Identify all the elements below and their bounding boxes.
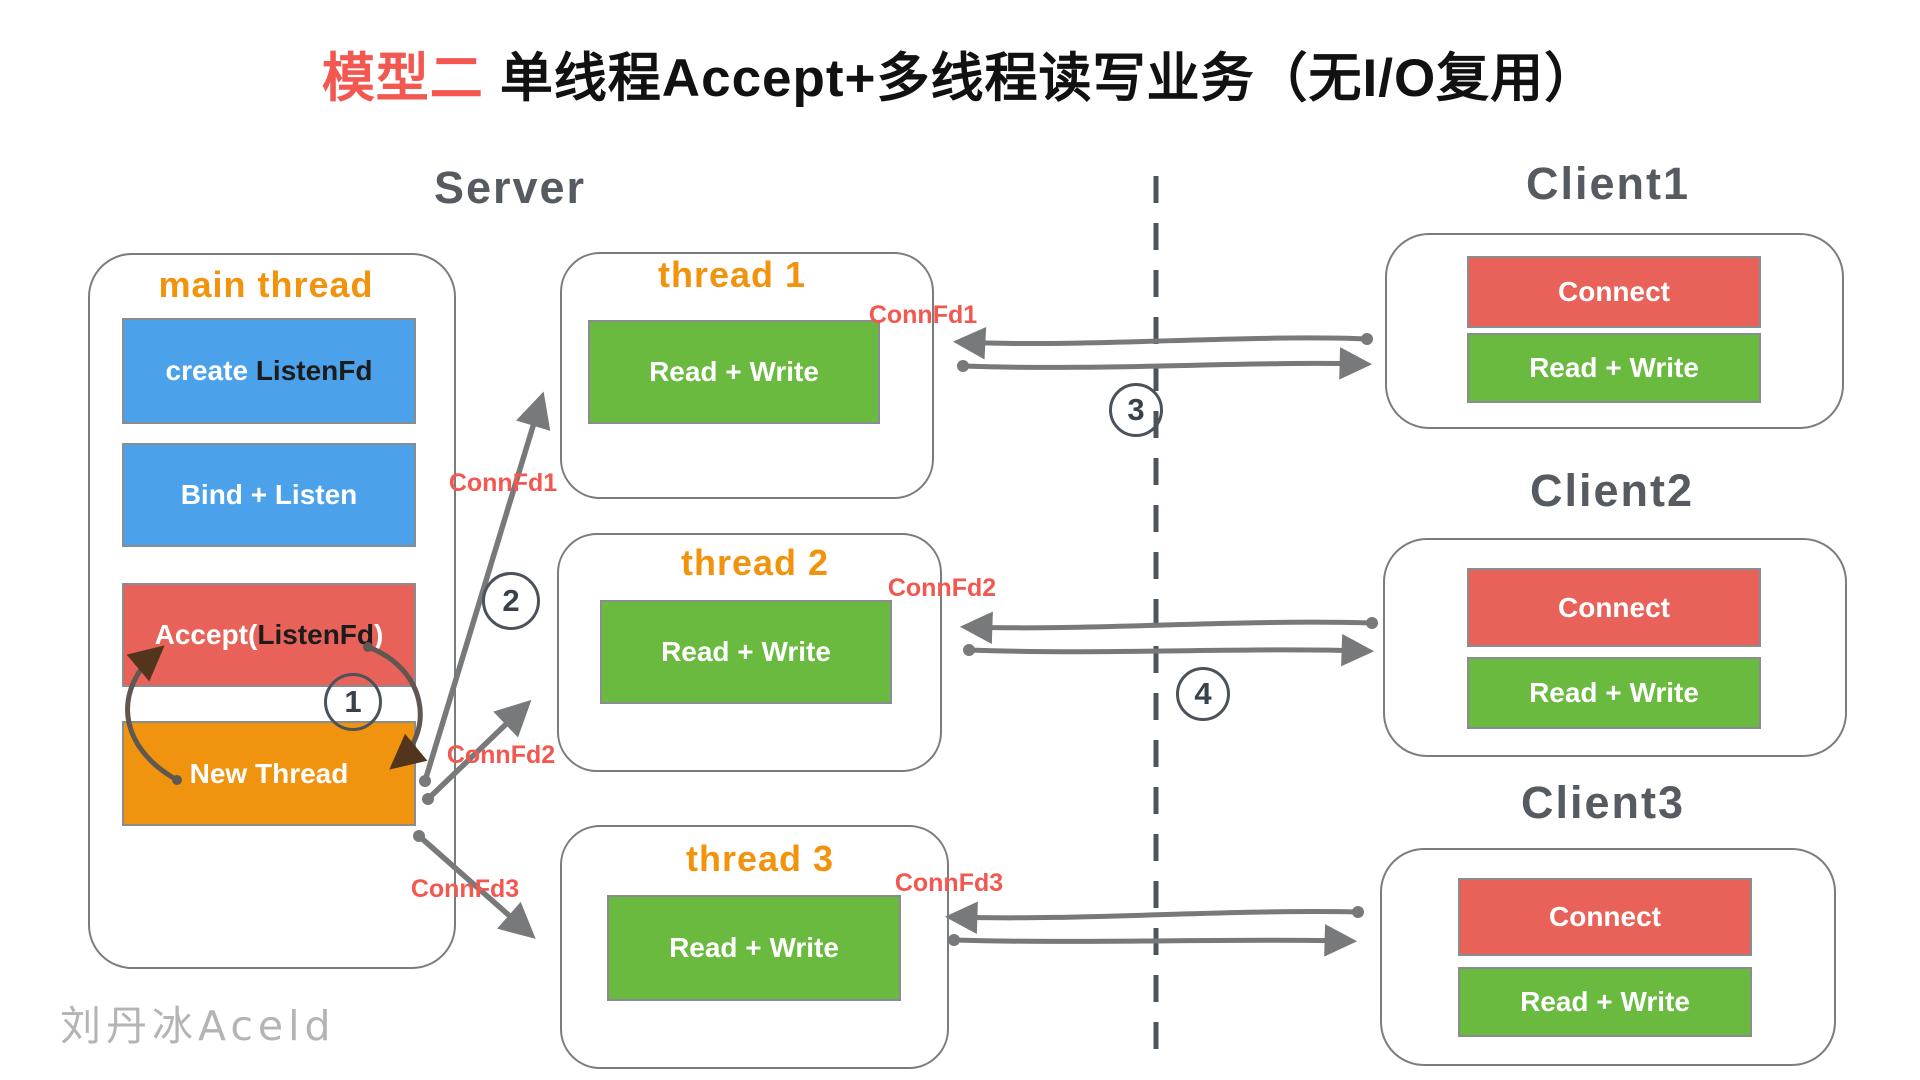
client2-connect-text: Connect <box>1558 591 1670 623</box>
client1-connect-box: Connect <box>1467 256 1761 328</box>
connfd1-source-label: ConnFd1 <box>448 469 558 497</box>
client2-section-label: Client2 <box>1529 465 1695 516</box>
client1-connect-text: Connect <box>1558 276 1670 307</box>
client1-section-label: Client1 <box>1525 158 1691 209</box>
client3-connect-box: Connect <box>1458 878 1752 956</box>
server-section-label: Server <box>433 162 587 213</box>
title-text: 单线程Accept+多线程读写业务（无I/O复用） <box>499 49 1599 108</box>
bind-listen-text: Bind + Listen <box>180 479 358 510</box>
thread2-read-write-box: Read + Write <box>600 600 892 704</box>
arrow-start-dot <box>957 360 969 372</box>
client3-section-label: Client3 <box>1520 777 1686 828</box>
accept-fd-text: ListenFd <box>257 619 375 650</box>
step-circle-3: 3 <box>1109 383 1163 437</box>
thread2-to-client2-arrow <box>966 633 1375 667</box>
connfd1-thread-label: ConnFd1 <box>868 301 978 329</box>
thread1-label: thread 1 <box>657 254 807 295</box>
step-3-number: 3 <box>1127 392 1145 427</box>
client1-read-write-text: Read + Write <box>1529 352 1699 383</box>
client2-read-write-text: Read + Write <box>1529 677 1699 708</box>
thread2-container <box>557 533 942 772</box>
client2-container <box>1383 538 1847 757</box>
step-4-number: 4 <box>1194 676 1212 711</box>
client3-connect-text: Connect <box>1549 901 1661 932</box>
step-circle-2: 2 <box>482 572 540 630</box>
client3-read-write-text: Read + Write <box>1520 986 1690 1017</box>
thread1-read-write-text: Read + Write <box>649 356 819 387</box>
arrow-start-dot <box>948 934 960 946</box>
thread1-container <box>560 252 934 499</box>
client1-read-write-box: Read + Write <box>1467 333 1761 403</box>
connfd3-source-label: ConnFd3 <box>410 875 520 903</box>
arrow-start-dot <box>1361 333 1373 345</box>
client3-read-write-box: Read + Write <box>1458 967 1752 1037</box>
connfd2-thread-label: ConnFd2 <box>887 574 997 602</box>
client1-to-thread1-arrow <box>952 326 1370 360</box>
connection-arrows <box>944 326 1378 957</box>
connfd2-source-label: ConnFd2 <box>446 741 556 769</box>
thread2-label: thread 2 <box>680 542 830 583</box>
accept-close-text: ) <box>374 619 384 650</box>
thread1-read-write-box: Read + Write <box>588 320 880 424</box>
client1-container <box>1385 233 1844 429</box>
step-1-number: 1 <box>344 684 362 719</box>
client2-connect-box: Connect <box>1467 568 1761 647</box>
main-thread-label: main thread <box>158 264 374 305</box>
author-watermark: 刘丹冰Aceld <box>60 1002 336 1050</box>
accept-listenfd-box: Accept(ListenFd) <box>122 583 416 687</box>
arrow-start-dot <box>1352 906 1364 918</box>
accept-open-text: Accept( <box>154 619 258 650</box>
new-thread-box: New Thread <box>122 721 416 826</box>
step-circle-1: 1 <box>324 673 382 731</box>
thread3-read-write-text: Read + Write <box>669 932 839 963</box>
thread3-label: thread 3 <box>685 838 835 879</box>
client3-container <box>1380 848 1836 1066</box>
client2-read-write-box: Read + Write <box>1467 657 1761 729</box>
thread1-to-client1-arrow <box>960 347 1373 380</box>
thread2-read-write-text: Read + Write <box>661 636 831 667</box>
title-model-badge: 模型二 <box>321 49 484 108</box>
connfd3-thread-label: ConnFd3 <box>894 869 1004 897</box>
page-title: 模型二单线程Accept+多线程读写业务（无I/O复用） <box>0 36 1920 112</box>
step-circle-4: 4 <box>1176 667 1230 721</box>
create-listenfd-text-white: create <box>165 355 256 386</box>
create-listenfd-text-black: ListenFd <box>255 355 373 386</box>
bind-listen-box: Bind + Listen <box>122 443 416 547</box>
thread3-read-write-box: Read + Write <box>607 895 901 1001</box>
thread3-container <box>560 825 949 1069</box>
step-2-number: 2 <box>502 583 520 618</box>
arrow-start-dot <box>1366 617 1378 629</box>
create-listenfd-box: create ListenFd <box>122 318 416 424</box>
client3-to-thread3-arrow <box>944 901 1361 935</box>
client2-to-thread2-arrow <box>959 611 1375 645</box>
arrow-start-dot <box>963 644 975 656</box>
thread3-to-client3-arrow <box>951 924 1358 957</box>
new-thread-text: New Thread <box>189 757 349 789</box>
